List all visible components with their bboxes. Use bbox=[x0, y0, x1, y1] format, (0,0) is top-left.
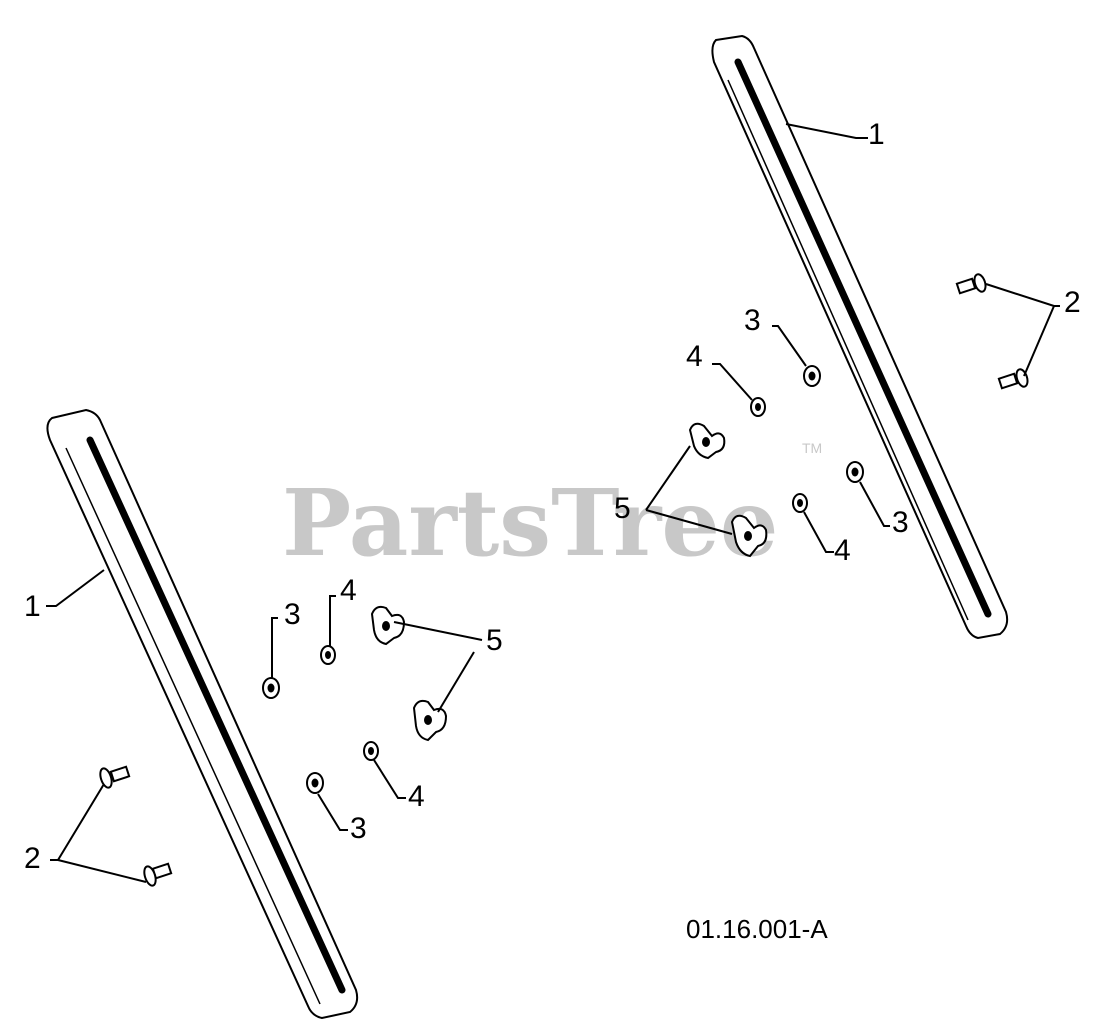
bolt-right-lower bbox=[997, 368, 1029, 390]
watermark-text: PartsTree bbox=[282, 469, 778, 577]
nut-left-upper bbox=[320, 645, 336, 665]
wingnut-right-upper bbox=[688, 422, 726, 460]
callout-bolts-right: 2 bbox=[1064, 286, 1081, 319]
callout-rail-left: 1 bbox=[24, 590, 41, 623]
callout-nut-right-upper: 4 bbox=[686, 340, 703, 373]
callout-washer-right-upper: 3 bbox=[744, 304, 761, 337]
rail-right bbox=[711, 34, 1009, 640]
figure-id: 01.16.001-A bbox=[686, 914, 828, 944]
wingnut-right-lower bbox=[730, 514, 768, 558]
callout-bolts-left: 2 bbox=[24, 842, 41, 875]
callout-rail-right: 1 bbox=[868, 118, 885, 151]
nut-right-lower bbox=[792, 493, 808, 513]
nut-right-upper bbox=[750, 397, 766, 417]
callout-washer-left-upper: 3 bbox=[284, 598, 301, 631]
rail-left bbox=[46, 408, 359, 1020]
washer-right-lower bbox=[846, 461, 864, 483]
callout-washer-left-lower: 3 bbox=[350, 812, 367, 845]
bolt-left-upper bbox=[99, 765, 131, 789]
bolt-left-lower bbox=[143, 862, 173, 887]
callout-wingnuts-right: 5 bbox=[614, 492, 631, 525]
washer-right-upper bbox=[803, 365, 821, 387]
wingnut-left-upper bbox=[370, 605, 406, 646]
watermark-trademark: TM bbox=[802, 440, 822, 456]
callout-wingnuts-left: 5 bbox=[486, 624, 503, 657]
leader-lines bbox=[46, 123, 1060, 883]
callout-nut-left-lower: 4 bbox=[408, 780, 425, 813]
washer-left-upper bbox=[262, 677, 280, 699]
washer-left-lower bbox=[306, 772, 324, 794]
callout-washer-right-lower: 3 bbox=[892, 506, 909, 539]
nut-left-lower bbox=[363, 741, 379, 761]
callout-nut-right-lower: 4 bbox=[834, 534, 851, 567]
bolt-right-upper bbox=[955, 273, 987, 295]
callout-nut-left-upper: 4 bbox=[340, 574, 357, 607]
